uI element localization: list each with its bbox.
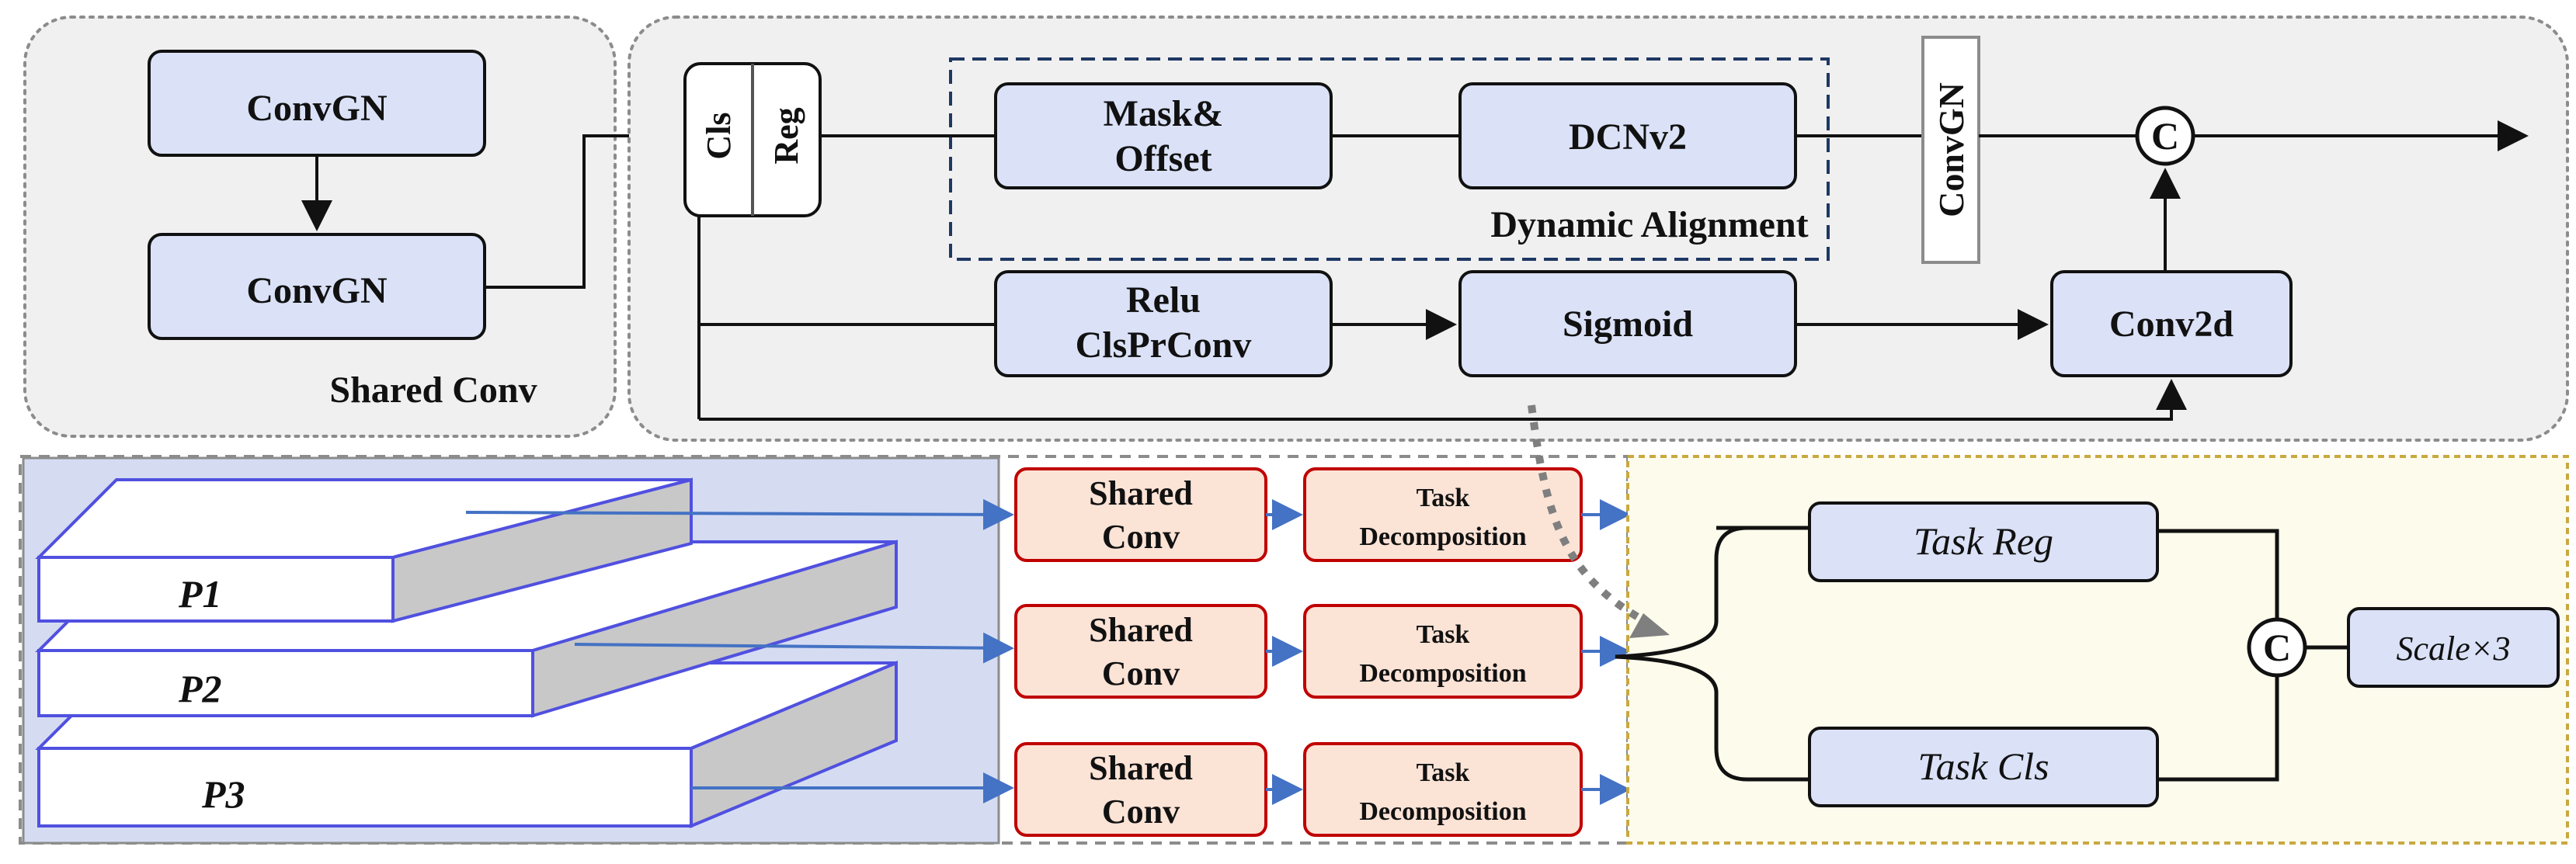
p2-to-shared-arrow [574, 632, 1014, 664]
scale-label: Scale×3 [2397, 630, 2511, 668]
task-decomp-3-line1: Task [1417, 758, 1470, 787]
concat-symbol-head: C [2263, 626, 2291, 669]
branch-row-1: Shared Conv Task Decomposition [1014, 467, 1631, 562]
task-decomposition-panel: Cls Reg Dynamic Alignment Mask& Offset D… [627, 16, 2569, 442]
detail-callout-arrowhead [1629, 613, 1670, 638]
task-cls-to-concat-line [2157, 674, 2279, 782]
dynamic-alignment-group [949, 57, 1830, 261]
bottom-bypass-arrow [699, 379, 2187, 421]
scale-node [2347, 607, 2560, 688]
p1-layer-front [37, 556, 395, 623]
relu-label-line2: ClsPrConv [1076, 324, 1252, 366]
relu-label-line1: Relu [1126, 279, 1201, 321]
p3-layer-front [37, 747, 693, 828]
concat-symbol-top: C [2151, 114, 2179, 158]
shared-conv-2-line1: Shared [1089, 611, 1193, 649]
conv2d-label: Conv2d [2109, 304, 2234, 345]
shared-conv-2-line2: Conv [1102, 654, 1180, 692]
shared-conv-1-line1: Shared [1089, 474, 1193, 512]
convgn-node-1-label: ConvGN [246, 88, 388, 129]
task-cls-node [1808, 727, 2159, 807]
p3-label: P3 [201, 772, 245, 816]
shared-conv-title: Shared Conv [329, 370, 537, 411]
shared-conv-1-line2: Conv [1102, 518, 1180, 556]
cls-label: Cls [700, 112, 738, 159]
mask-offset-label-line1: Mask& [1104, 93, 1224, 134]
head-brace [1615, 526, 1809, 782]
shared-conv-panel: ConvGN ConvGN Shared Conv [23, 16, 617, 438]
p1-to-shared-arrow [465, 498, 1014, 530]
shared-conv-3-line2: Conv [1102, 793, 1180, 831]
task-reg-label: Task Reg [1914, 519, 2053, 563]
task-reg-node [1808, 501, 2159, 582]
feature-pyramid-panel: P3 P2 P1 [22, 456, 1000, 845]
task-reg-to-concat-line [2157, 529, 2279, 621]
p2-layer-front [37, 649, 534, 717]
task-decomp-3-line2: Decomposition [1359, 797, 1526, 826]
conv2d-node [2050, 270, 2293, 377]
task-cls-label: Task Cls [1917, 744, 2049, 788]
mask-offset-label-line2: Offset [1114, 138, 1212, 179]
task-decomp-2-line2: Decomposition [1359, 659, 1526, 688]
dcnv2-label: DCNv2 [1569, 116, 1687, 158]
detail-callout-arrow [1528, 404, 1647, 625]
shared-conv-3-line1: Shared [1089, 749, 1193, 787]
p2-label: P2 [178, 667, 222, 710]
task-decomp-1-line2: Decomposition [1359, 522, 1526, 551]
convgn-vertical-label: ConvGN [1931, 82, 1971, 217]
branch-row-2: Shared Conv Task Decomposition [1014, 604, 1631, 699]
reg-label: Reg [767, 107, 805, 164]
p1-label: P1 [178, 572, 222, 616]
detection-head-panel: Task Reg Task Cls C Scale×3 [1615, 455, 2569, 845]
sigmoid-label: Sigmoid [1563, 304, 1693, 345]
convgn-vertical-node [1921, 36, 1980, 264]
task-decomp-2-line1: Task [1417, 620, 1470, 649]
task-decomp-1-line1: Task [1417, 484, 1470, 512]
branch-row-3: Shared Conv Task Decomposition [1014, 742, 1631, 837]
convgn-node-2-label: ConvGN [246, 270, 388, 311]
dynamic-alignment-label: Dynamic Alignment [1490, 204, 1808, 245]
